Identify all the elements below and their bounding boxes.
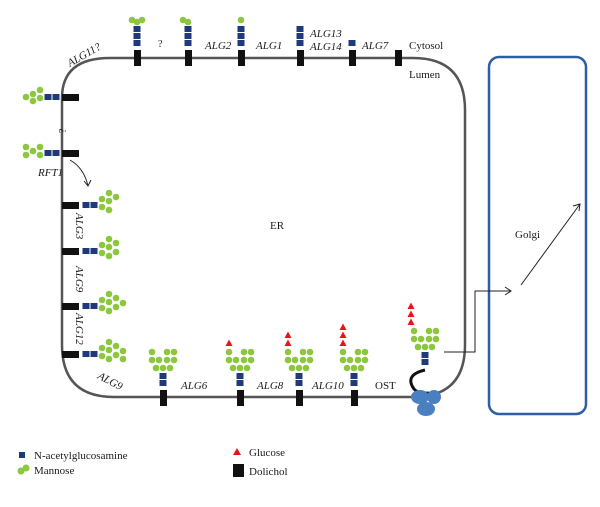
enzyme-alg11: ALG11?: [65, 41, 104, 70]
legend-glcnac: N-acetylglucosamine: [34, 450, 128, 462]
bottom-glycans: [148, 302, 440, 406]
golgi-arrow: [520, 203, 581, 286]
enzyme-alg14: ALG14: [309, 41, 342, 53]
golgi-label: Golgi: [515, 229, 540, 241]
enzyme-alg9-side: ALG9: [73, 265, 85, 293]
enzyme-alg12: ALG12: [73, 312, 85, 345]
unknown-top: ?: [158, 39, 163, 50]
ost-complex: [409, 368, 441, 416]
top-glycans: [128, 16, 402, 66]
lumen-label: Lumen: [409, 69, 441, 81]
enzyme-ost: OST: [375, 380, 396, 392]
enzyme-alg7: ALG7: [361, 40, 389, 52]
er-membrane: [60, 56, 467, 399]
cytosol-label: Cytosol: [409, 40, 443, 52]
legend: N-acetylglucosamine Mannose Glucose Doli…: [17, 447, 288, 478]
legend-dolichol: Dolichol: [249, 466, 288, 478]
enzyme-alg8: ALG8: [256, 380, 284, 392]
er-label: ER: [270, 220, 285, 232]
unknown-left: ?: [58, 128, 69, 133]
enzyme-alg10: ALG10: [311, 380, 344, 392]
enzyme-alg6: ALG6: [180, 380, 208, 392]
enzyme-alg9-bottom: ALG9: [95, 370, 125, 394]
enzyme-alg13: ALG13: [309, 28, 342, 40]
legend-glucose: Glucose: [249, 447, 285, 459]
golgi-compartment: [487, 55, 588, 416]
enzyme-rft1: RFT1: [37, 167, 63, 179]
legend-mannose: Mannose: [34, 465, 74, 477]
left-glycans: [22, 86, 127, 363]
flip-arrow: [69, 159, 92, 187]
enzyme-alg3: ALG3: [73, 212, 85, 240]
export-arrow: [444, 286, 512, 353]
enzyme-alg1: ALG1: [255, 40, 282, 52]
enzyme-alg2: ALG2: [204, 40, 232, 52]
